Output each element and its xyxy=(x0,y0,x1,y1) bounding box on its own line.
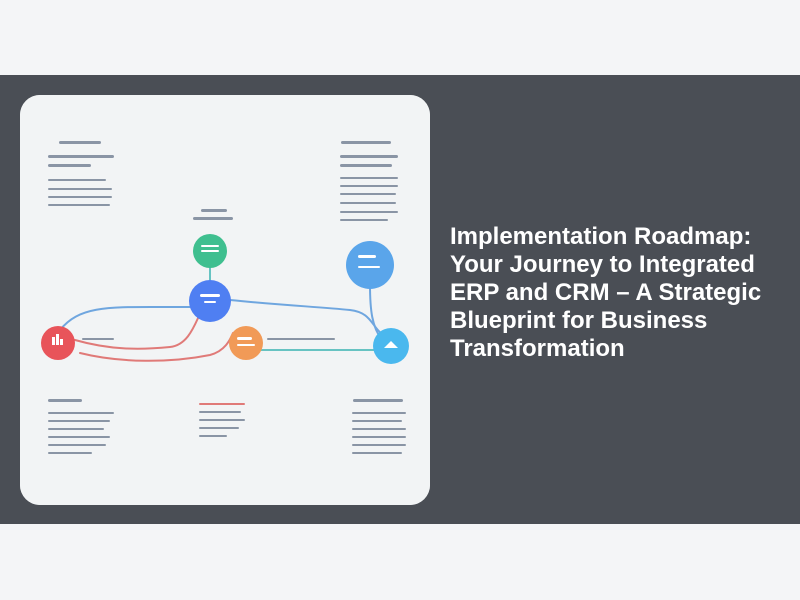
top-left-text-line-6 xyxy=(48,196,112,198)
placeholder-text-blocks xyxy=(48,141,406,454)
content-band: Implementation Roadmap: Your Journey to … xyxy=(0,75,800,524)
line-red-to-blue-node xyxy=(59,305,191,331)
top-right-text-line-9 xyxy=(340,219,388,221)
bottom-left-text-line-3 xyxy=(48,420,110,422)
bottom-right-text-line-2 xyxy=(352,412,406,414)
bottom-center-text-line-2 xyxy=(199,411,241,413)
green-node-glyph-2 xyxy=(201,250,219,252)
top-left-text-line-5 xyxy=(48,188,112,190)
cloud-icon xyxy=(384,341,398,348)
top-right-text-line-8 xyxy=(340,211,398,213)
green-node-glyph xyxy=(201,245,219,247)
top-left-text-line-2 xyxy=(48,155,114,158)
top-right-node xyxy=(346,241,394,289)
top-left-text-line-1 xyxy=(59,141,101,144)
top-right-text-line-2 xyxy=(340,155,398,158)
bottom-left-text-line-1 xyxy=(48,399,82,402)
bottom-right-text-line-1 xyxy=(353,399,403,402)
orange-node xyxy=(229,326,263,360)
orange-node-glyph-2 xyxy=(237,344,255,346)
bottom-right-text-line-5 xyxy=(352,436,406,438)
bottom-left-text-line-2 xyxy=(48,412,114,414)
orange-node-glyph xyxy=(237,337,252,340)
top-right-text-line-5 xyxy=(340,185,398,187)
red-node-bar-icon-3 xyxy=(60,339,63,345)
orange-node-label xyxy=(267,338,335,340)
bottom-center-text-line-4 xyxy=(199,427,239,429)
line-red-wave-1 xyxy=(74,309,203,350)
line-red-wave-2 xyxy=(79,332,234,362)
top-right-text-line-3 xyxy=(340,164,392,167)
bottom-right-text-line-4 xyxy=(352,428,406,430)
bottom-left-text-line-6 xyxy=(48,444,106,446)
bottom-center-text-line-5 xyxy=(199,435,227,437)
bottom-left-text-line-5 xyxy=(48,436,110,438)
top-right-text-line-6 xyxy=(340,193,396,195)
blue-node-glyph-2 xyxy=(204,301,216,303)
top-node-glyph-2 xyxy=(358,266,380,268)
top-right-text-line-4 xyxy=(340,177,398,179)
center-top-label-line-2 xyxy=(193,217,233,220)
bottom-right-text-line-7 xyxy=(352,452,402,454)
roadmap-infographic xyxy=(20,95,430,505)
bottom-right-text-line-3 xyxy=(352,420,402,422)
node-glyphs xyxy=(52,245,398,348)
bottom-left-text-line-7 xyxy=(48,452,92,454)
bottom-center-text-line-1 xyxy=(199,403,245,405)
center-top-label-line-1 xyxy=(201,209,227,212)
top-right-text-line-7 xyxy=(340,202,396,204)
top-left-text-line-7 xyxy=(48,204,110,206)
bottom-center-text-line-3 xyxy=(199,419,245,421)
blue-node-glyph xyxy=(200,294,220,297)
top-left-text-line-4 xyxy=(48,179,106,181)
red-node-bar-icon xyxy=(52,337,55,345)
bottom-right-text-line-6 xyxy=(352,444,406,446)
bottom-left-text-line-4 xyxy=(48,428,104,430)
red-node-bar-icon-2 xyxy=(56,334,59,345)
top-node-glyph xyxy=(358,255,376,258)
roadmap-illustration xyxy=(20,95,430,505)
top-right-text-line-1 xyxy=(341,141,391,144)
top-left-text-line-3 xyxy=(48,164,91,167)
red-node-label xyxy=(82,338,114,340)
article-headline: Implementation Roadmap: Your Journey to … xyxy=(450,223,762,362)
